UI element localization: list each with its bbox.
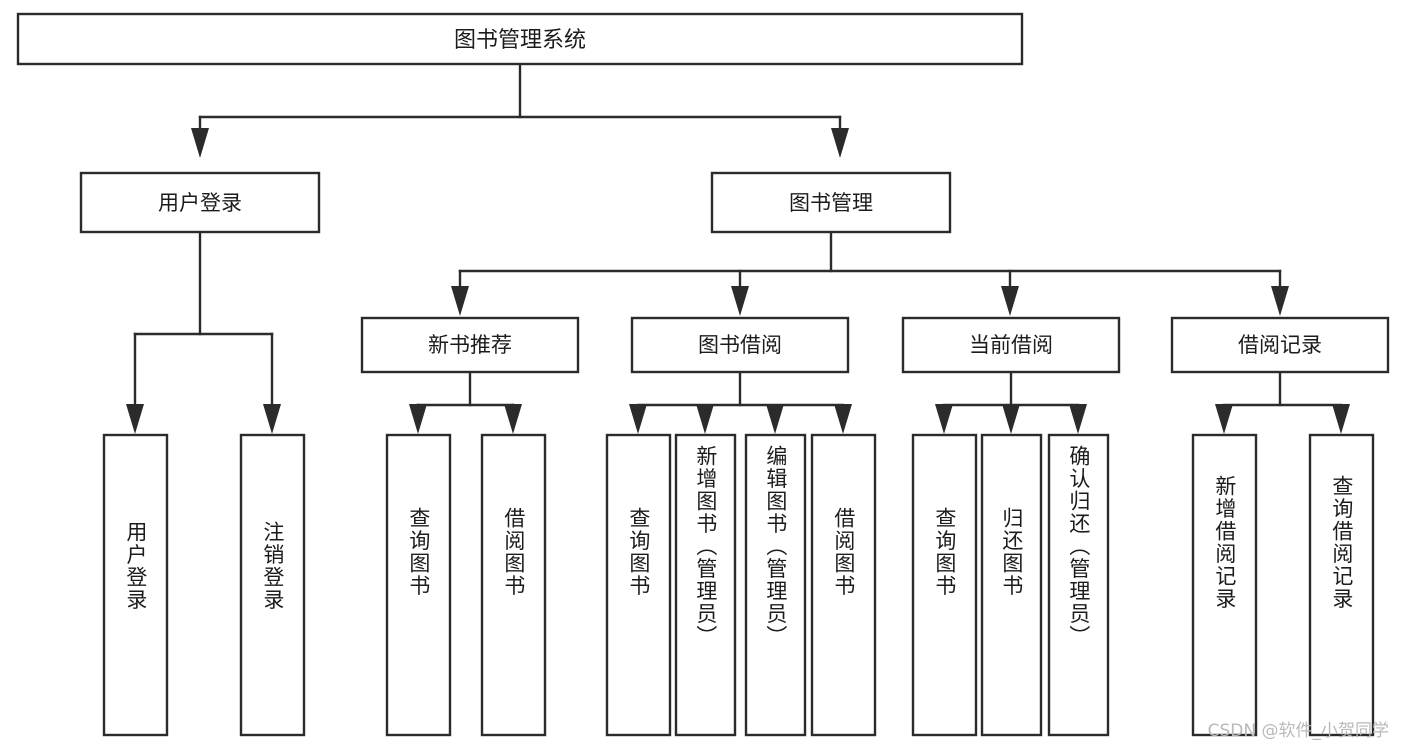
node-leaf-query-book-1[interactable]	[385, 433, 452, 737]
node-leaf-logout-login[interactable]	[239, 433, 306, 737]
node-book-borrow[interactable]: 图书借阅	[630, 316, 850, 374]
node-leaf-add-record[interactable]	[1191, 433, 1258, 737]
node-leaf-query-book-3[interactable]	[911, 433, 978, 737]
node-book-borrow-label: 图书借阅	[698, 333, 782, 357]
node-new-book-recommend-label: 新书推荐	[428, 333, 512, 357]
node-leaf-query-book-2[interactable]	[605, 433, 672, 737]
node-borrow-record[interactable]: 借阅记录	[1170, 316, 1390, 374]
connector-newbook-to-leaves	[409, 370, 522, 434]
connector-borrowrecord-to-leaves	[1215, 370, 1350, 434]
connector-userlogin-to-leaves	[126, 230, 281, 434]
connector-bookmanage-to-level3	[451, 230, 1289, 316]
node-leaf-add-book[interactable]	[674, 433, 737, 737]
node-book-manage[interactable]: 图书管理	[710, 171, 952, 234]
connector-root-to-level2	[191, 62, 849, 158]
connector-bookborrow-to-leaves	[629, 370, 852, 434]
node-leaf-borrow-book-1[interactable]	[480, 433, 547, 737]
node-leaf-query-record[interactable]	[1308, 433, 1375, 737]
node-current-borrow-label: 当前借阅	[969, 333, 1053, 357]
node-new-book-recommend[interactable]: 新书推荐	[360, 316, 580, 374]
node-leaf-confirm-return[interactable]	[1047, 433, 1110, 737]
node-leaf-borrow-book-2[interactable]	[810, 433, 877, 737]
node-current-borrow[interactable]: 当前借阅	[901, 316, 1121, 374]
node-user-login[interactable]: 用户登录	[79, 171, 321, 234]
node-leaf-return-book[interactable]	[980, 433, 1043, 737]
node-root-label: 图书管理系统	[454, 28, 586, 53]
node-leaf-edit-book[interactable]	[744, 433, 807, 737]
node-book-manage-label: 图书管理	[789, 191, 873, 215]
node-root[interactable]: 图书管理系统	[16, 12, 1024, 66]
node-leaf-user-login[interactable]	[102, 433, 169, 737]
node-borrow-record-label: 借阅记录	[1238, 333, 1322, 357]
connector-currentborrow-to-leaves	[935, 370, 1087, 434]
watermark: CSDN @软件_小贺同学	[1207, 721, 1389, 741]
node-user-login-label: 用户登录	[158, 191, 242, 215]
